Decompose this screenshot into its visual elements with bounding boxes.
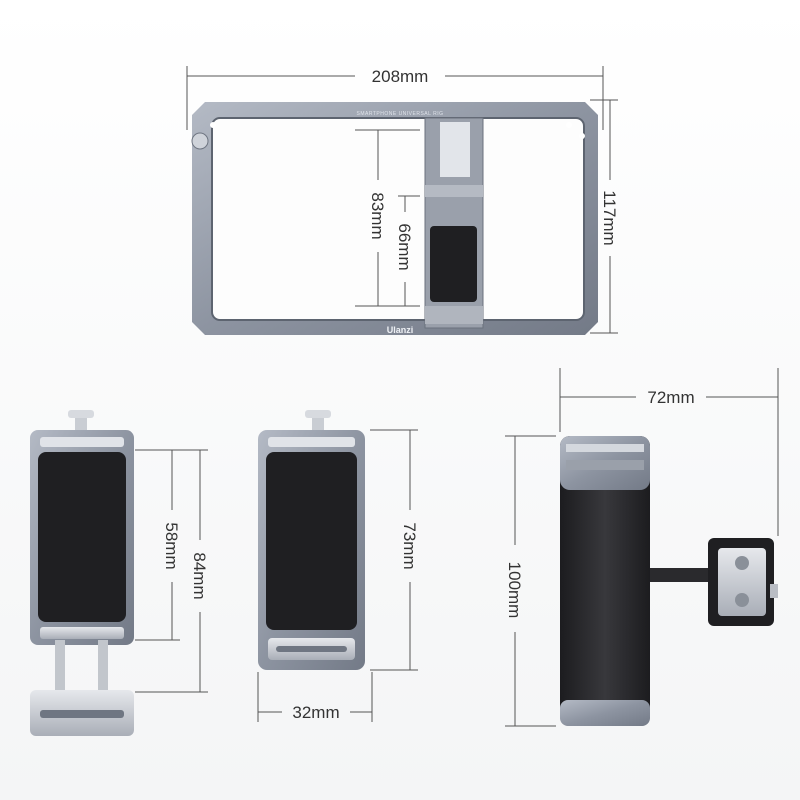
phone-clamp-compact <box>258 410 365 670</box>
clamp-max-label: 84mm <box>190 552 209 599</box>
handle-height-label: 100mm <box>505 562 524 619</box>
brand-logo: Ulanzi <box>387 325 414 335</box>
handle-height-dimension: 100mm <box>505 435 556 727</box>
rig-engraving: SMARTPHONE UNIVERSAL RIG <box>356 111 443 117</box>
handle-width-dimension: 72mm <box>559 368 779 536</box>
rig-height-label: 117mm <box>600 190 619 245</box>
rig-width-dimension: 208mm <box>186 66 604 130</box>
rig-width-label: 208mm <box>372 67 429 86</box>
clamp-max-dimension: 84mm <box>135 449 209 693</box>
clamp-min-dimension: 58mm <box>135 449 181 641</box>
rig-height-dimension: 117mm <box>590 99 619 334</box>
rig-clamp-max-label: 83mm <box>368 192 387 239</box>
compact-width-dimension: 32mm <box>257 672 373 722</box>
handle-width-label: 72mm <box>647 388 694 407</box>
compact-height-dimension: 73mm <box>370 429 419 671</box>
rig-clamp-min-label: 66mm <box>395 223 414 270</box>
side-handle <box>560 436 778 726</box>
compact-height-label: 73mm <box>400 522 419 569</box>
compact-width-label: 32mm <box>292 703 339 722</box>
rig-clamp-min-dimension: 66mm <box>395 195 420 307</box>
clamp-min-label: 58mm <box>162 522 181 569</box>
phone-clamp-extended <box>30 410 134 736</box>
phone-rig: SMARTPHONE UNIVERSAL RIG Ulanzi <box>191 102 598 335</box>
